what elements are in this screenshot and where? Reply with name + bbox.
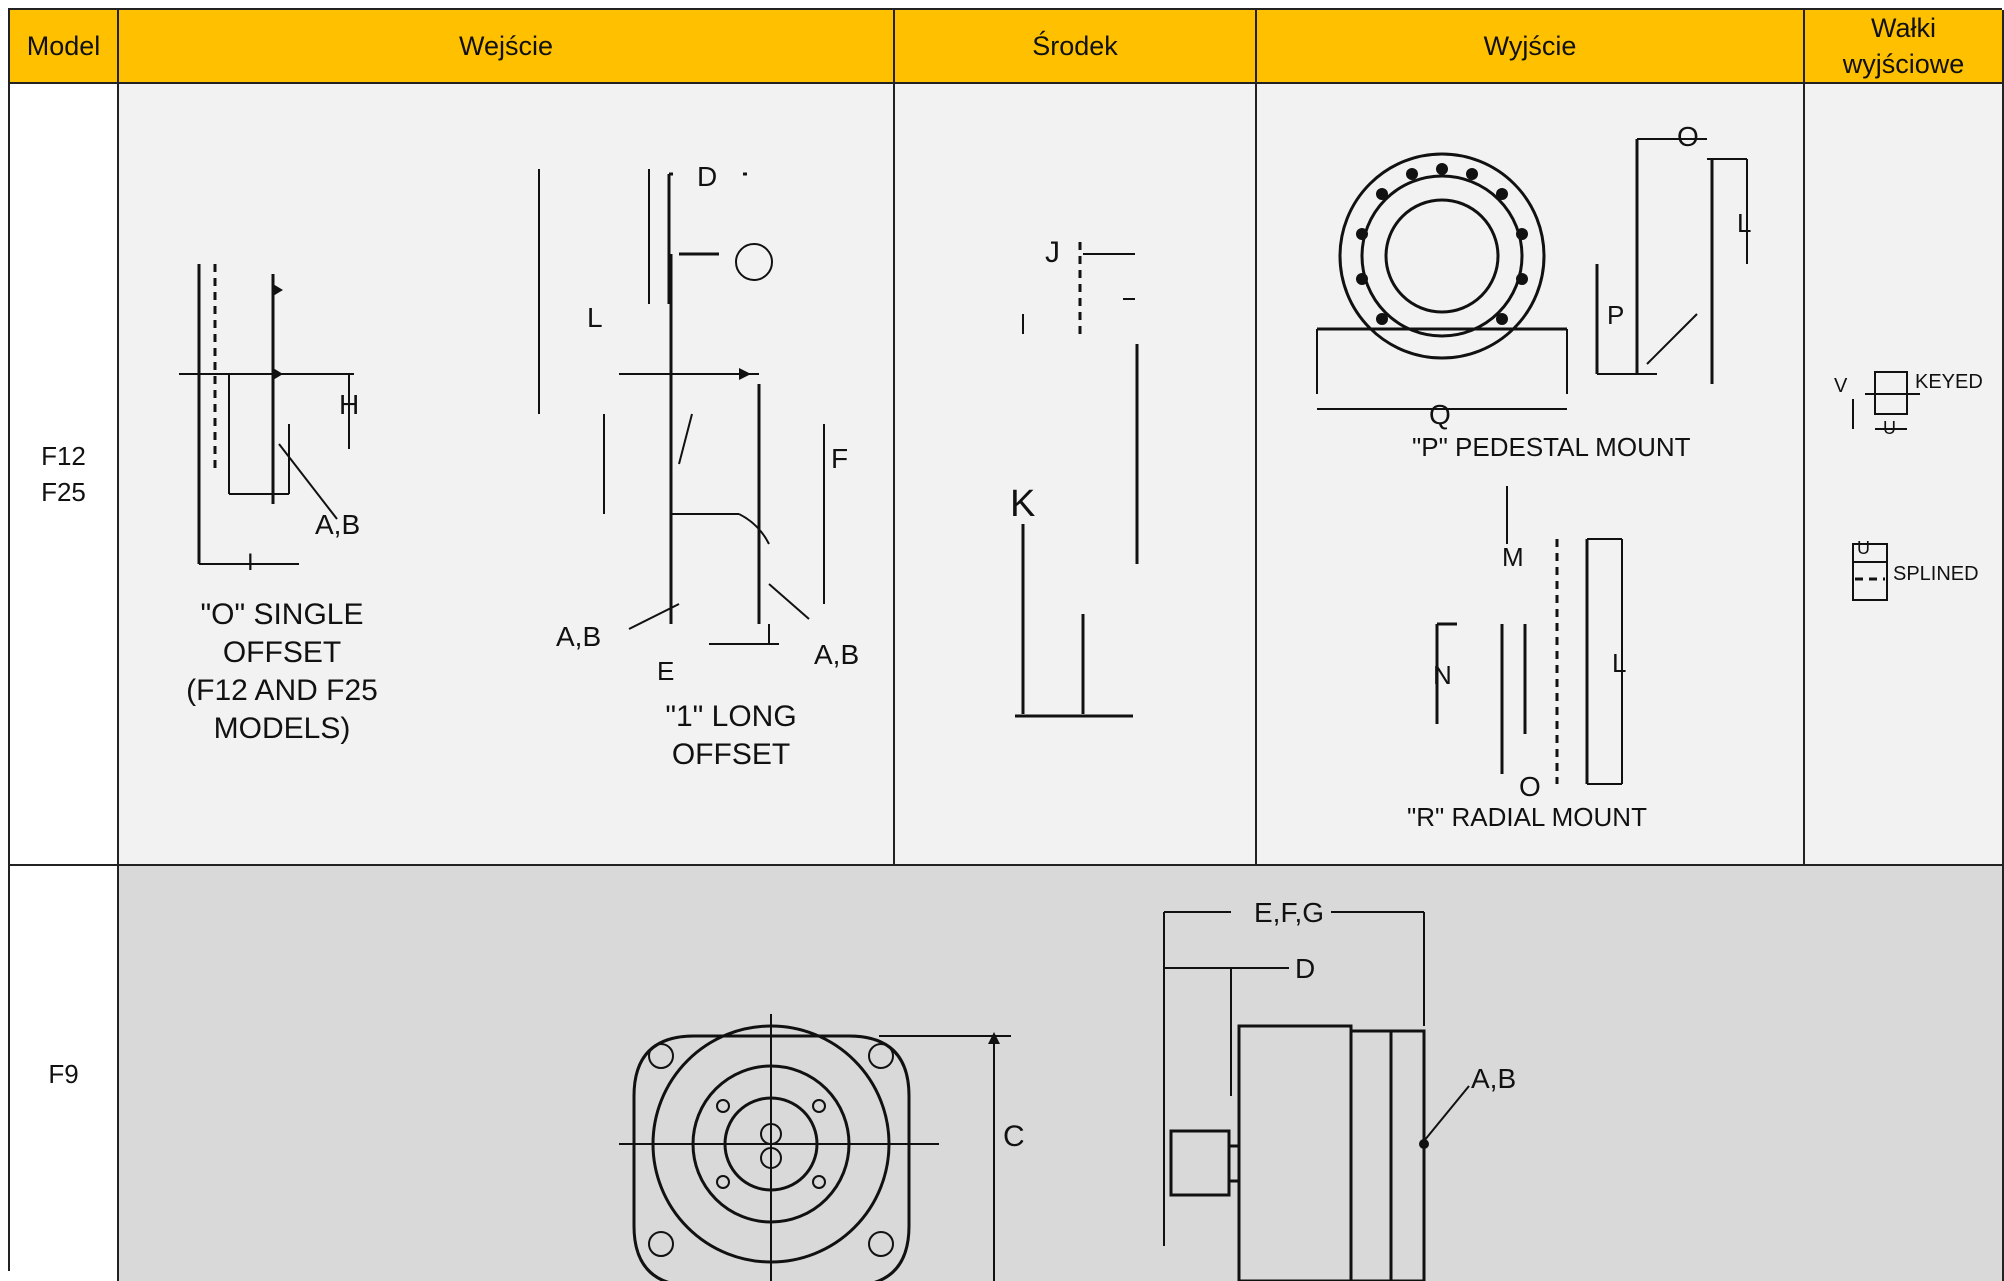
header-shafts-line1: Wałki	[1871, 13, 1936, 43]
f9-dim-efg: E,F,G	[1254, 897, 1324, 928]
splined-dim-u: U	[1857, 538, 1870, 558]
long-dim-l: L	[587, 302, 603, 333]
middle-section-outline	[1015, 242, 1139, 718]
header-model-label: Model	[26, 31, 101, 61]
radial-dim-o: O	[1519, 771, 1541, 802]
long-caption-2: OFFSET	[672, 738, 790, 771]
single-dim-i: I	[247, 549, 254, 576]
header-shafts: Wałki wyjściowe	[1805, 10, 2004, 84]
model-cell-f12-f25: F12 F25	[10, 84, 119, 866]
keyed-label: KEYED	[1915, 371, 1983, 393]
long-dim-ab-left: A,B	[556, 621, 601, 652]
radial-dim-m: M	[1502, 542, 1524, 572]
f9-dim-c: C	[1003, 1120, 1025, 1153]
keyed-dim-v: V	[1834, 375, 1848, 397]
f9-front-view	[619, 1014, 1011, 1281]
middle-drawing: J K	[1010, 236, 1139, 718]
long-dim-d: D	[697, 161, 717, 192]
f9-dim-ab: A,B	[1471, 1063, 1516, 1094]
long-caption-1: "1" LONG	[665, 700, 796, 733]
pedestal-dim-p: P	[1607, 300, 1624, 330]
radial-dim-n: N	[1433, 660, 1452, 690]
pedestal-mount-drawing	[1316, 138, 1748, 410]
long-dim-e: E	[657, 656, 674, 686]
header-model: Model	[10, 10, 119, 84]
header-middle: Środek	[895, 10, 1257, 84]
long-dim-ab-right: A,B	[814, 639, 859, 670]
f9-drawing-cell: C E,F,G D A,B	[119, 866, 2004, 1281]
middle-dim-j: J	[1045, 236, 1060, 269]
radial-mount-drawing	[1435, 486, 1623, 785]
model-label-f12: F12	[41, 441, 86, 471]
single-dim-ab: A,B	[315, 509, 360, 540]
shafts-drawings: V U KEYED U SPLINED	[1834, 371, 1983, 601]
single-offset-drawing	[179, 264, 354, 565]
model-label-f25: F25	[41, 477, 86, 507]
pedestal-caption: "P" PEDESTAL MOUNT	[1412, 432, 1691, 462]
output-drawings: O L P Q "P" PEDESTAL MOUNT M N L O	[1316, 121, 1751, 832]
shafts-drawings-cell: V U KEYED U SPLINED	[1805, 84, 2004, 866]
single-caption-2: OFFSET	[223, 636, 341, 669]
middle-drawing-cell: J K	[895, 84, 1257, 866]
input-drawings: H A,B I "O" SINGLE OFFSET (F12 AND F25 M…	[179, 161, 859, 771]
splined-shaft-drawing	[1852, 543, 1888, 601]
radial-caption: "R" RADIAL MOUNT	[1407, 802, 1647, 832]
pedestal-dim-l: L	[1737, 208, 1751, 238]
header-shafts-line2: wyjściowe	[1842, 49, 1965, 79]
splined-label: SPLINED	[1893, 563, 1979, 585]
header-output-label: Wyjście	[1483, 31, 1577, 61]
single-caption-1: "O" SINGLE	[200, 598, 363, 631]
header-output: Wyjście	[1257, 10, 1805, 84]
single-caption-3: (F12 AND F25	[186, 674, 378, 707]
single-caption-4: MODELS)	[214, 712, 351, 745]
keyed-dim-u: U	[1883, 418, 1896, 438]
middle-dim-k: K	[1010, 483, 1035, 525]
long-offset-drawing	[538, 169, 825, 645]
f9-dim-d: D	[1295, 953, 1315, 984]
header-input: Wejście	[119, 10, 895, 84]
pedestal-dim-o: O	[1677, 121, 1699, 152]
long-dim-f: F	[831, 443, 848, 474]
single-dim-h: H	[339, 389, 359, 420]
header-input-label: Wejście	[458, 31, 554, 61]
spec-table: Model Wejście Środek Wyjście Wałki wyjśc…	[8, 8, 2004, 1281]
pedestal-dim-q: Q	[1429, 399, 1451, 430]
keyed-shaft-drawing	[1852, 371, 1920, 430]
f9-side-view	[1163, 911, 1470, 1281]
header-middle-label: Środek	[1032, 31, 1118, 61]
f9-drawings: C E,F,G D A,B	[619, 897, 1516, 1281]
input-drawings-cell: H A,B I "O" SINGLE OFFSET (F12 AND F25 M…	[119, 84, 895, 866]
model-cell-f9: F9	[10, 866, 119, 1281]
radial-dim-l: L	[1612, 648, 1626, 678]
output-drawings-cell: O L P Q "P" PEDESTAL MOUNT M N L O	[1257, 84, 1805, 866]
model-label-f9: F9	[48, 1058, 79, 1089]
